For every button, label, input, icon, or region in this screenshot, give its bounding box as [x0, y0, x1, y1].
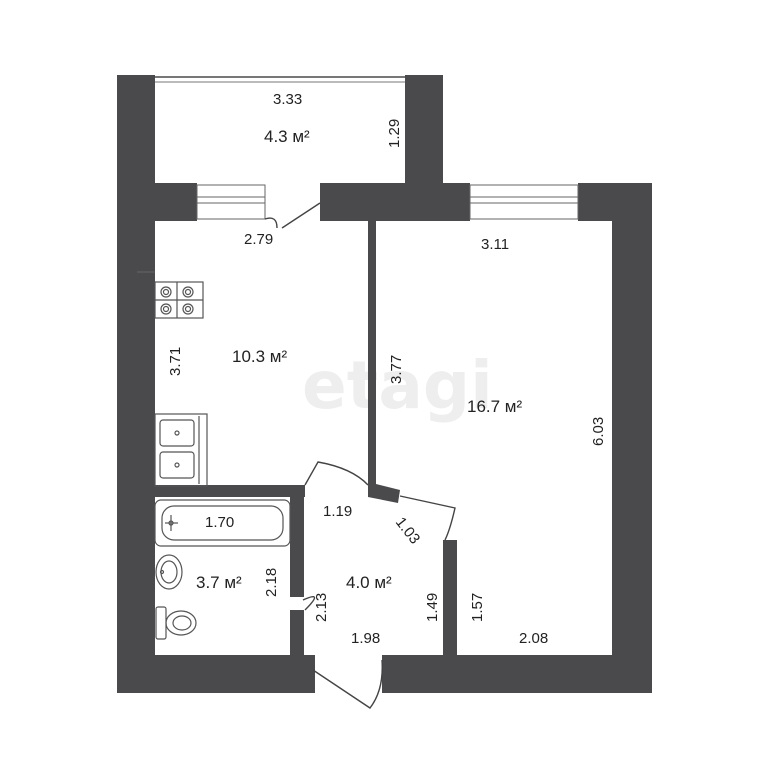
living-width: 3.11	[481, 236, 509, 253]
bathroom-area: 3.7 м²	[196, 573, 242, 592]
wall-hall-right	[443, 540, 457, 658]
hall-left: 2.13	[313, 593, 330, 622]
washbasin-icon	[155, 554, 183, 590]
hall-right: 1.49	[424, 593, 441, 622]
wall-top-kitchen-left	[117, 183, 197, 221]
hall-diagonal: 1.03	[392, 514, 423, 547]
wall-kitchen-living	[368, 221, 376, 489]
living-bottom: 2.08	[519, 630, 548, 647]
door-kitchen-balcony-leaf	[281, 202, 321, 229]
window-living	[469, 184, 579, 220]
balcony-width: 3.33	[273, 91, 302, 108]
wall-balcony-right	[405, 75, 443, 221]
doors	[264, 202, 456, 709]
wall-top-kitchen-right	[320, 183, 405, 221]
door-entrance	[312, 659, 383, 709]
door-kitchen-hall	[304, 461, 369, 486]
door-kitchen-balcony	[264, 217, 278, 229]
wall-bath-top	[155, 485, 305, 497]
stove-icon	[154, 281, 204, 319]
wall-bottom-right	[382, 655, 652, 693]
walls	[117, 75, 652, 693]
living-lower-left: 1.57	[469, 593, 486, 622]
windows	[196, 184, 579, 220]
kitchen-sink-icon	[154, 413, 208, 487]
watermark: etagi	[302, 347, 493, 424]
wall-left	[117, 75, 155, 693]
hall-bottom: 1.98	[351, 630, 380, 647]
balcony-area: 4.3 м²	[264, 127, 310, 146]
wall-right	[612, 183, 652, 693]
wall-top-a	[443, 183, 470, 221]
bathtub-icon	[154, 499, 291, 547]
balcony-depth: 1.29	[386, 119, 403, 148]
balcony-railing	[155, 76, 405, 83]
kitchen-area: 10.3 м²	[232, 347, 287, 366]
wall-bath-right	[290, 485, 304, 597]
wall-hall-corner	[368, 482, 400, 503]
door-living-hall	[399, 495, 456, 541]
hall-area: 4.0 м²	[346, 573, 392, 592]
hall-top: 1.19	[323, 503, 352, 520]
wall-top-b	[578, 183, 652, 221]
bathtub-length: 1.70	[205, 514, 234, 531]
bathroom-height: 2.18	[263, 568, 280, 597]
window-kitchen	[196, 184, 266, 220]
kitchen-height: 3.71	[167, 347, 184, 376]
wall-bath-right-low	[290, 610, 304, 655]
living-height-left: 3.77	[388, 355, 405, 384]
toilet-icon	[155, 606, 197, 640]
living-area: 16.7 м²	[467, 397, 522, 416]
door-bath	[302, 596, 316, 611]
wall-bottom-left	[117, 655, 315, 693]
kitchen-width: 2.79	[244, 231, 273, 248]
living-height-right: 6.03	[590, 417, 607, 446]
